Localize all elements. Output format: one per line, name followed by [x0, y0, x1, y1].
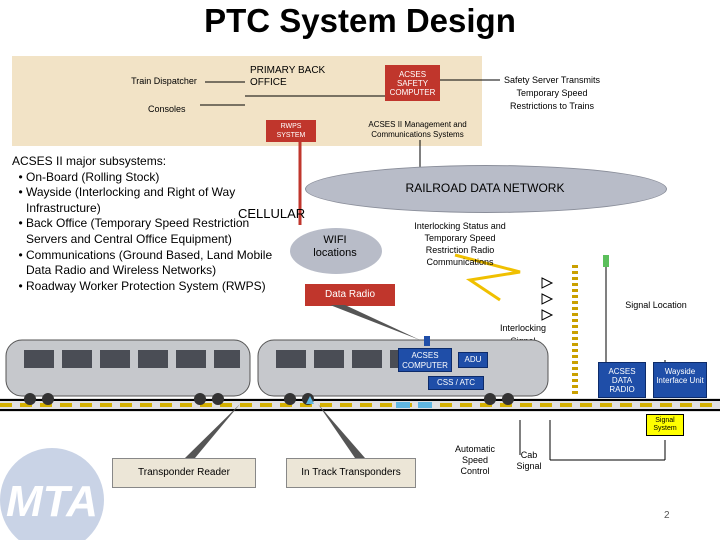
data-radio-box: Data Radio [305, 284, 395, 306]
cab-signal-label: Cab Signal [516, 450, 542, 471]
adu-box: ADU [458, 352, 488, 368]
subsystem-item: Roadway Worker Protection System (RWPS) [26, 279, 282, 295]
acses-management-label: ACSES II Management and Communications S… [368, 120, 467, 139]
interlocking-status-label: Interlocking Status and Temporary Speed … [414, 221, 506, 267]
page-title: PTC System Design [204, 2, 516, 39]
automatic-speed-control-label: Automatic Speed Control [454, 444, 496, 476]
subsystems-list: ACSES II major subsystems: On-Board (Rol… [12, 154, 282, 294]
transponder-icons [306, 396, 432, 408]
mta-logo: MTA [0, 448, 104, 540]
wifi-cloud [290, 228, 382, 274]
wifi-label: WIFI locations [313, 234, 357, 259]
subsystem-item: On-Board (Rolling Stock) [26, 170, 282, 186]
subsystem-item: Communications (Ground Based, Land Mobil… [26, 248, 282, 279]
railroad-data-network-label: RAILROAD DATA NETWORK [405, 181, 565, 195]
page-number: 2 [664, 510, 670, 521]
primary-back-office-label: PRIMARY BACK OFFICE [250, 65, 326, 88]
safety-server-note: Safety Server Transmits Temporary Speed … [503, 75, 601, 111]
subsystems-heading: ACSES II major subsystems: [12, 154, 167, 168]
railroad-data-network-cloud [305, 165, 667, 213]
css-atc-box: CSS / ATC [428, 376, 484, 390]
logo-text: MTA [6, 477, 98, 526]
signal-system-box: Signal System [646, 414, 684, 436]
subsystem-item: Back Office (Temporary Speed Restriction… [26, 216, 282, 247]
rwps-system-box: RWPS SYSTEM [266, 120, 316, 142]
acses-data-radio-box: ACSES DATA RADIO [598, 362, 646, 398]
signal-aspect-icons [541, 277, 554, 321]
signal-location-label: Signal Location [625, 300, 687, 310]
acses-computer-box: ACSES COMPUTER [398, 348, 452, 372]
wayside-interface-box: Wayside Interface Unit [653, 362, 707, 398]
transponder-reader-callout: Transponder Reader [112, 458, 256, 488]
acses-safety-computer-box: ACSES SAFETY COMPUTER [385, 65, 440, 101]
consoles-label: Consoles [148, 104, 186, 114]
in-track-transponders-callout: In Track Transponders [286, 458, 416, 488]
cellular-label: CELLULAR [238, 206, 306, 221]
subsystem-item: Wayside (Interlocking and Right of Way I… [26, 185, 282, 216]
train-dispatcher-label: Train Dispatcher [131, 76, 197, 86]
